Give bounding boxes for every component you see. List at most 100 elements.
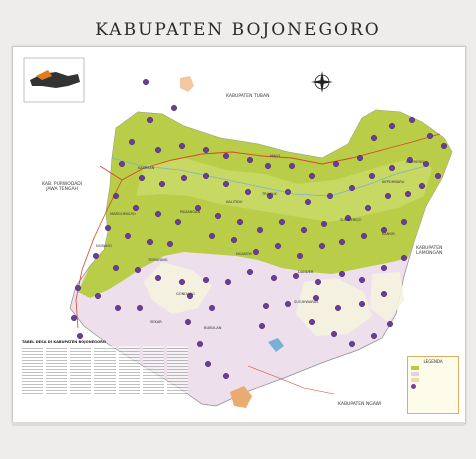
village-marker-icon [222,152,229,159]
village-table: TABEL DESA DI KABUPATEN BOJONEGORO [22,340,188,400]
label-north: KABUPATEN TUBAN [226,94,270,99]
village-marker-icon [279,218,286,225]
village-marker-icon [275,242,282,249]
village-marker-icon [407,156,414,163]
village-marker-icon [423,160,430,167]
village-marker-icon [214,212,221,219]
village-marker-icon [146,116,153,123]
region-label: MALO [270,154,281,158]
village-marker-icon [309,319,316,326]
village-marker-icon [349,184,356,191]
village-marker-icon [118,160,125,167]
table-column [118,346,140,396]
village-marker-icon [186,292,193,299]
village-marker-icon [359,276,366,283]
village-marker-icon [142,79,149,86]
village-marker-icon [112,192,119,199]
legend-title: LEGENDA [423,359,443,364]
village-marker-icon [194,204,201,211]
village-marker-icon [230,236,237,243]
village-marker-icon [345,214,352,221]
table-column [70,346,92,396]
village-marker-icon [138,174,145,181]
village-marker-icon [258,323,265,330]
orange-zone-south [230,386,252,408]
forest-zone-3 [370,272,404,322]
village-marker-icon [134,266,141,273]
village-marker-icon [405,190,412,197]
village-marker-icon [262,303,269,310]
village-marker-icon [128,138,135,145]
region-label: KEPOHBARU [382,180,405,184]
village-marker-icon [371,333,378,340]
village-marker-icon [178,278,185,285]
village-marker-icon [359,300,366,307]
table-column [94,346,116,396]
village-marker-icon [236,218,243,225]
village-marker-icon [371,134,378,141]
village-marker-icon [224,278,231,285]
village-marker-icon [196,341,203,348]
region-label: SUMBEREJO [340,218,362,222]
table-column [142,346,164,396]
village-marker-icon [365,204,372,211]
legend-swatch [411,372,419,376]
village-marker-icon [361,232,368,239]
village-marker-icon [321,220,328,227]
west-road [75,179,123,329]
village-marker-icon [309,172,316,179]
village-marker-icon [71,315,78,322]
forest-zone-2 [296,278,372,336]
plain-zone [136,158,432,222]
village-marker-icon [222,373,229,380]
region-label: NGASEM [236,252,252,256]
village-marker-icon [178,142,185,149]
table-column [46,346,68,396]
village-marker-icon [441,142,448,149]
forest-zone-1 [144,262,212,314]
village-marker-icon [331,331,338,338]
region-label: DANDER [298,270,314,274]
legend-item [411,378,455,382]
village-marker-icon [419,182,426,189]
village-marker-icon [158,180,165,187]
orange-zone-north [180,76,194,92]
map-legend: LEGENDA [407,356,459,414]
village-marker-icon [76,333,83,340]
region-label: NGRAHO [96,244,112,248]
map-canvas [23,57,453,408]
table-column [166,346,188,396]
village-marker-icon [401,218,408,225]
village-marker-icon [146,238,153,245]
village-marker-icon [297,252,304,259]
region-label: SUGIHWARAS [294,300,319,304]
village-markers [71,79,448,380]
village-marker-icon [244,188,251,195]
lake [268,338,284,352]
region-label: GONDANG [176,292,195,296]
label-west: KAB. PURWODADI JAWA TENGAH [42,182,83,192]
village-marker-icon [112,264,119,271]
region-label: PADANGAN [180,210,201,214]
village-marker-icon [180,174,187,181]
village-marker-icon [435,172,442,179]
label-south: KABUPATEN NGAWI [338,402,382,407]
village-marker-icon [357,154,364,161]
village-marker-icon [381,264,388,271]
village-marker-icon [369,172,376,179]
village-marker-icon [271,274,278,281]
river [111,157,427,197]
village-marker-icon [339,270,346,277]
village-marker-icon [92,252,99,259]
village-marker-icon [387,321,394,328]
village-marker-icon [315,278,322,285]
village-marker-icon [174,218,181,225]
village-marker-icon [202,146,209,153]
village-marker-icon [154,210,161,217]
region-label: KASIMAN [138,166,155,170]
village-marker-icon [246,268,253,275]
village-marker-icon [381,226,388,233]
village-marker-icon [335,305,342,312]
region-label: BAURENO [406,160,424,164]
village-marker-icon [222,180,229,187]
